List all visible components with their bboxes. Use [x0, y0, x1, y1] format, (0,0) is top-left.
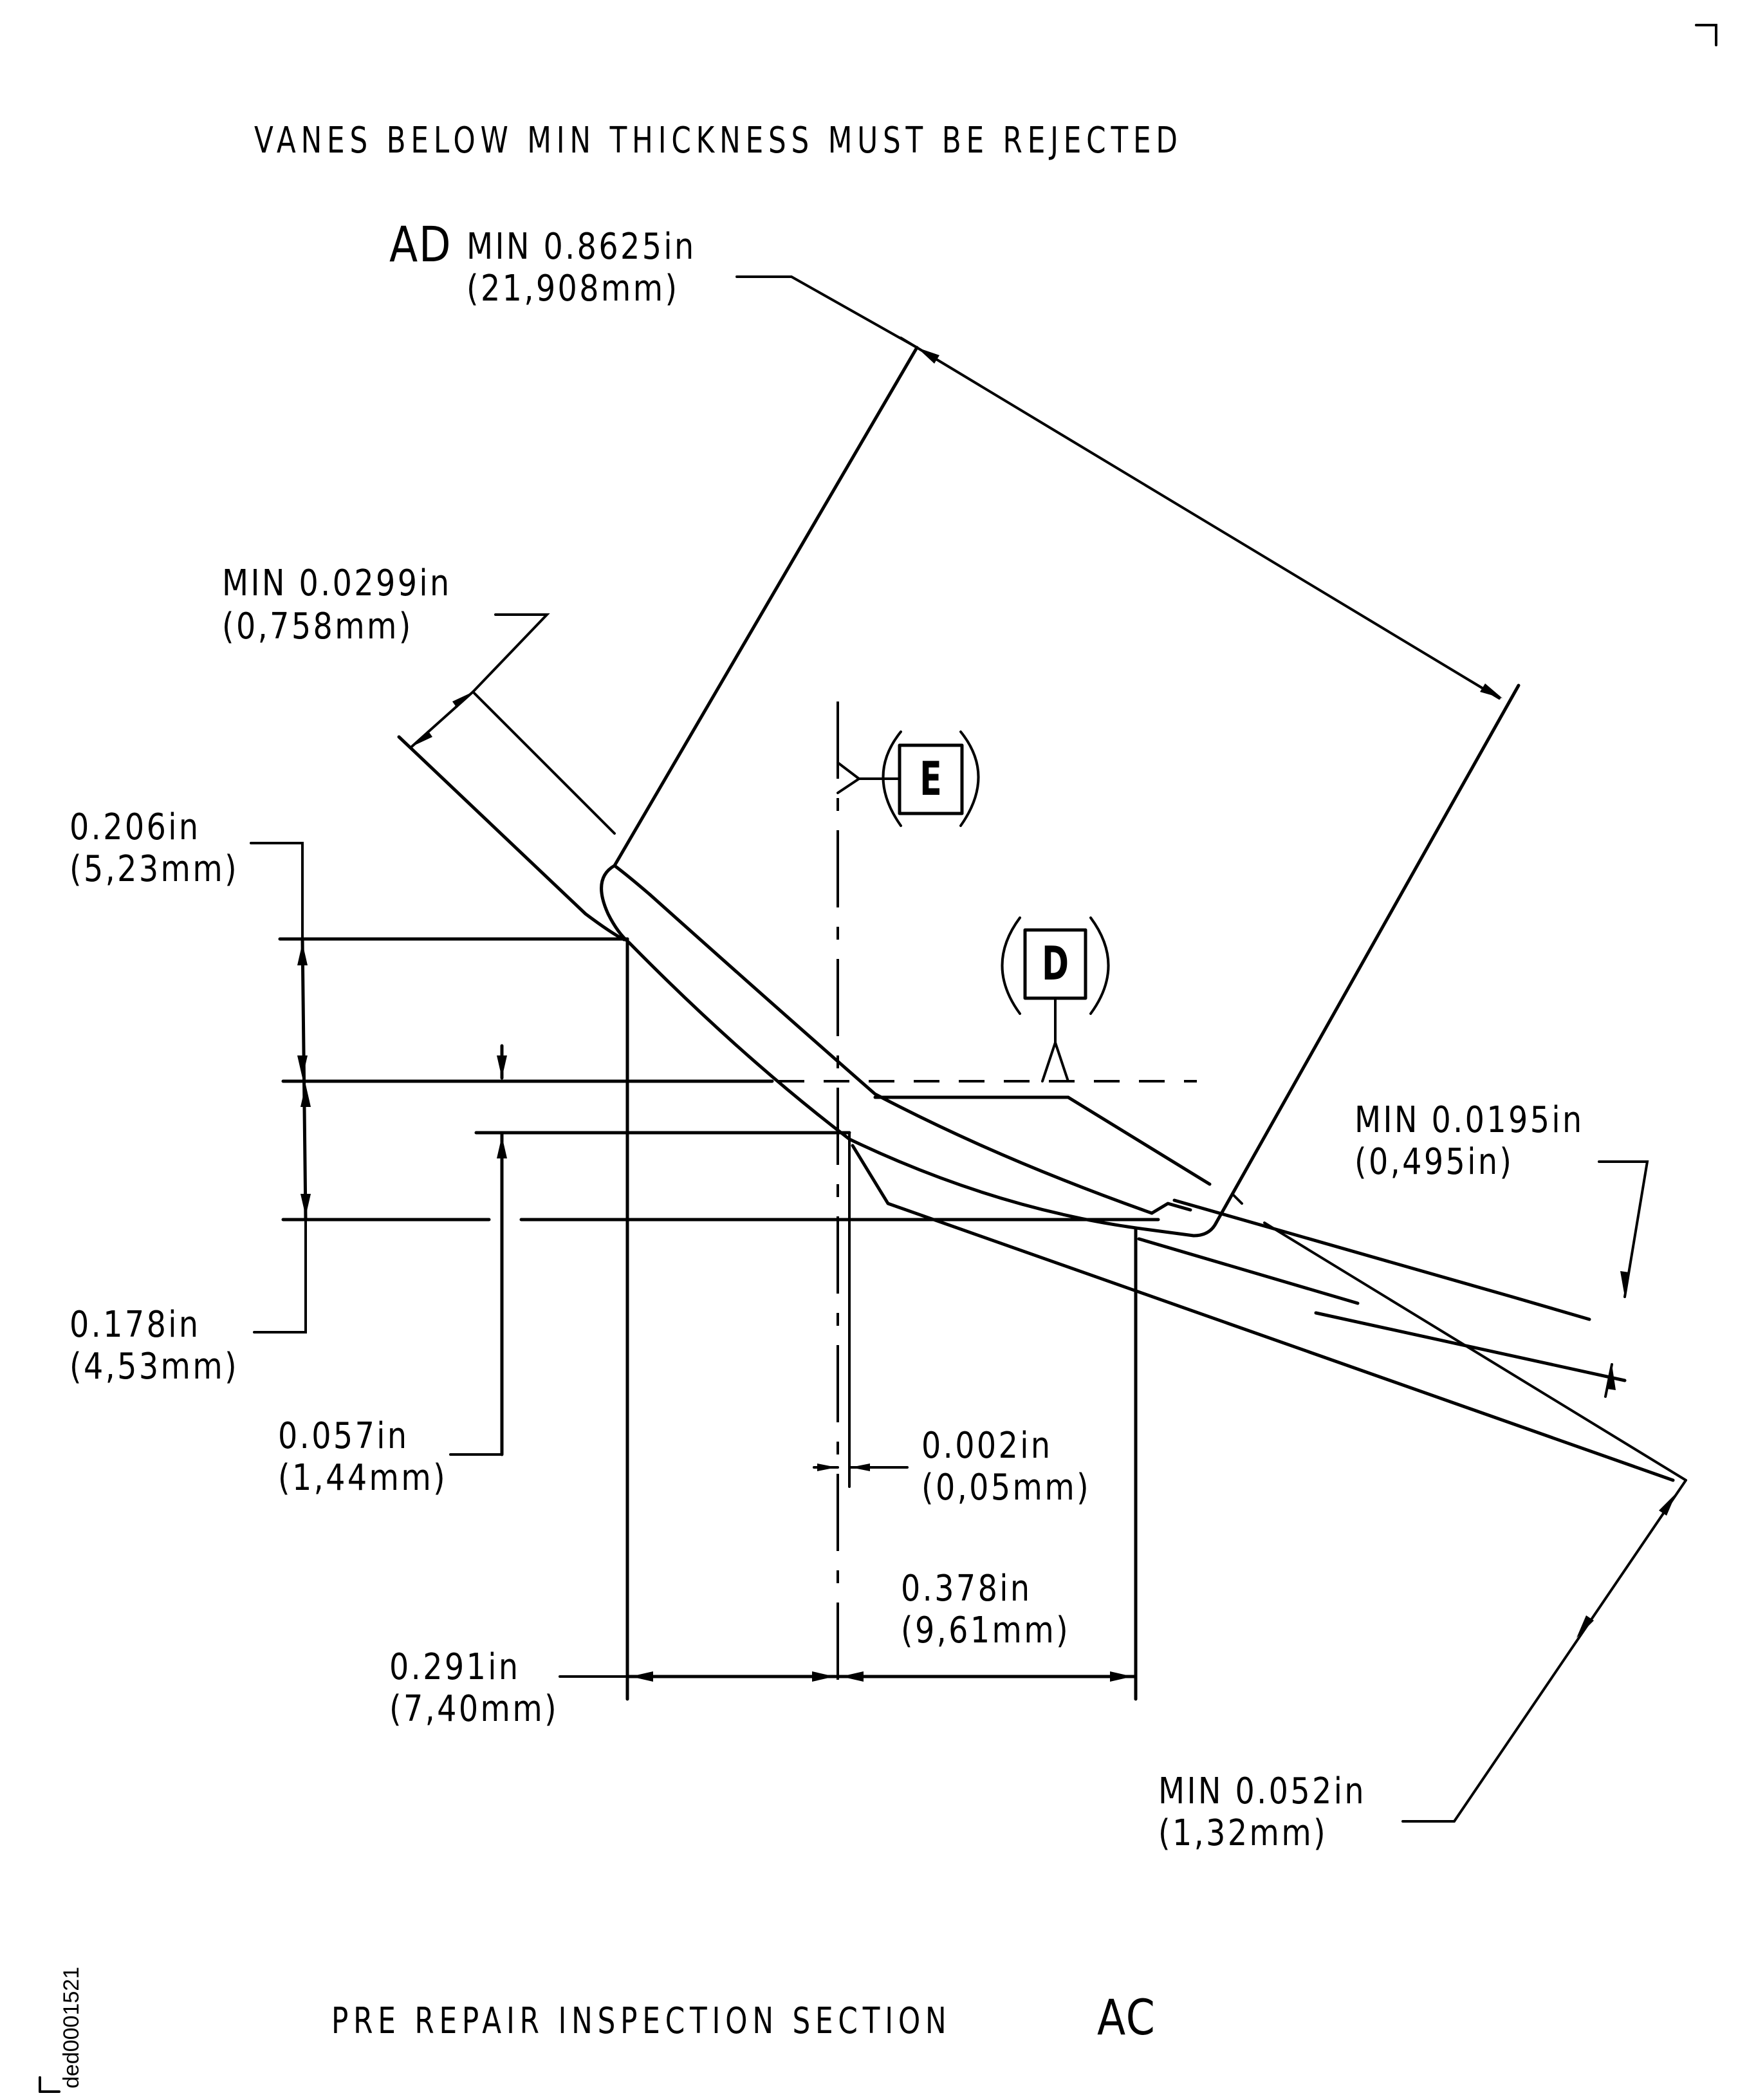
- dim-min-0052-line1: MIN 0.052in: [1158, 1770, 1366, 1812]
- section-caption: PRE REPAIR INSPECTION SECTION: [331, 2000, 952, 2042]
- dim-0178-line2: (4,53mm): [69, 1346, 239, 1388]
- datum-e-label: E: [920, 752, 942, 806]
- corner-crop-mark: [1695, 24, 1717, 46]
- dim-min-0052-line2: (1,32mm): [1158, 1812, 1328, 1854]
- dim-0002-line2: (0,05mm): [921, 1467, 1091, 1509]
- datum-d-symbol: [1001, 916, 1110, 1083]
- datum-e-centerline: [837, 702, 899, 1696]
- dim-0291-line2: (7,40mm): [389, 1688, 559, 1730]
- dim-0002: [813, 1463, 909, 1471]
- datum-e-symbol: [882, 730, 980, 827]
- dim-ad-line2: (21,908mm): [467, 268, 679, 310]
- dim-0057-line2: (1,44mm): [278, 1457, 448, 1499]
- extension-lines: [625, 937, 1138, 1701]
- datum-d-label: D: [1042, 936, 1069, 990]
- dim-min-0195-line1: MIN 0.0195in: [1354, 1099, 1584, 1141]
- vane-body: [613, 275, 1521, 1225]
- dim-0291-0378: [559, 1671, 1138, 1682]
- dim-0178-line1: 0.178in: [69, 1304, 201, 1346]
- dim-0057: [449, 1044, 507, 1456]
- dim-ad-line1: MIN 0.8625in: [467, 226, 696, 268]
- dim-min-0299: [411, 613, 616, 835]
- dim-min-0195-line2: (0,495in): [1354, 1141, 1514, 1183]
- dim-min-0299-line1: MIN 0.0299in: [222, 562, 452, 604]
- airfoil-profile: [397, 735, 1687, 1482]
- dim-0002-line1: 0.002in: [921, 1425, 1053, 1467]
- dim-ad-tag: AD: [389, 216, 452, 273]
- dim-0378-line1: 0.378in: [901, 1568, 1032, 1610]
- dim-0206-line1: 0.206in: [69, 806, 201, 848]
- dim-0057-line1: 0.057in: [278, 1415, 409, 1457]
- section-id: AC: [1097, 1989, 1156, 2046]
- dim-0291-line1: 0.291in: [389, 1646, 521, 1688]
- rejection-note: VANES BELOW MIN THICKNESS MUST BE REJECT…: [254, 120, 1183, 162]
- document-id: ded0001521: [59, 1966, 84, 2088]
- dim-0378-line2: (9,61mm): [901, 1610, 1071, 1651]
- dim-min-0299-line2: (0,758mm): [222, 606, 413, 647]
- dim-0206-0178: [250, 842, 311, 1333]
- dim-min-0195: [1598, 1160, 1649, 1398]
- dim-min-0052: [1401, 1479, 1687, 1823]
- dim-0206-line2: (5,23mm): [69, 848, 239, 890]
